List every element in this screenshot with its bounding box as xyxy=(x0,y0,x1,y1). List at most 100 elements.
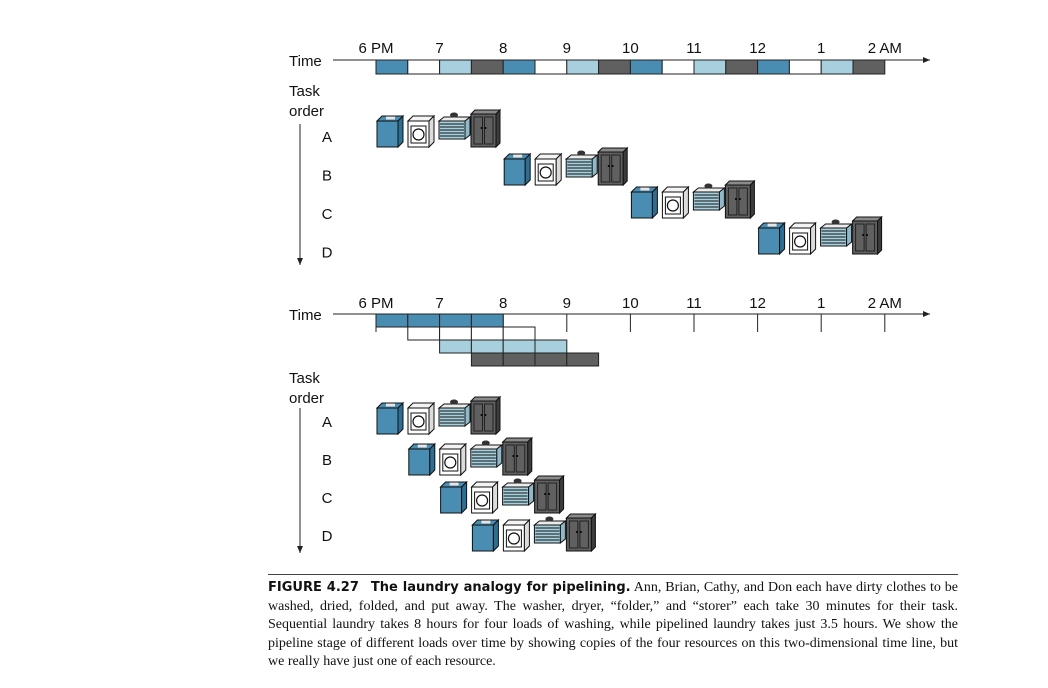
stage-cell xyxy=(439,59,472,75)
stage-cell xyxy=(788,59,822,75)
storer-icon xyxy=(469,108,502,149)
storer-icon xyxy=(565,512,597,553)
stage-cell xyxy=(598,59,631,75)
washer-icon xyxy=(502,152,532,187)
time-tick-label: 12 xyxy=(749,295,766,312)
task-icon-row xyxy=(471,512,597,553)
task-label: D xyxy=(322,245,333,262)
time-tick-label: 10 xyxy=(622,295,639,312)
time-tick-label: 2 AM xyxy=(868,40,902,57)
stage-cell xyxy=(693,59,727,75)
pipeline-stage-cell xyxy=(470,326,504,341)
washer-icon xyxy=(375,114,405,149)
dryer-icon xyxy=(406,114,436,149)
pipeline-stage-cell xyxy=(439,313,472,328)
task-order-label-line2: order xyxy=(289,390,324,407)
dryer-icon xyxy=(533,152,563,187)
folder-icon xyxy=(564,150,599,179)
stage-cell xyxy=(757,59,790,75)
task-order-label-line1: Task xyxy=(289,83,320,100)
task-icon-row xyxy=(630,179,756,220)
task-icon-rows xyxy=(375,395,597,553)
pipeline-stage-cell xyxy=(407,313,441,328)
time-tick-label: 9 xyxy=(563,40,571,57)
dryer-icon xyxy=(406,401,436,436)
storer-icon xyxy=(469,395,502,436)
pipeline-stage-cell xyxy=(502,326,536,341)
time-tick-label: 11 xyxy=(686,295,702,312)
folder-icon xyxy=(437,112,472,141)
task-order-label-line2: order xyxy=(289,103,324,120)
pipeline-stage-cell xyxy=(502,352,536,367)
stage-cell xyxy=(534,59,568,75)
storer-icon xyxy=(724,179,756,220)
figure-number: FIGURE 4.27 xyxy=(268,580,359,595)
time-tick-label: 7 xyxy=(435,295,443,312)
washer-icon xyxy=(471,518,500,553)
time-tick-label: 11 xyxy=(686,40,702,57)
washer-icon xyxy=(630,185,659,220)
folder-icon xyxy=(469,440,504,469)
task-icon-row xyxy=(757,215,883,256)
stage-cell xyxy=(502,59,536,75)
task-order-label-line1: Task xyxy=(289,370,320,387)
figure-caption: FIGURE 4.27 The laundry analogy for pipe… xyxy=(268,574,958,672)
washer-icon xyxy=(439,480,468,515)
folder-icon xyxy=(501,478,536,507)
figure-caption-text: Ann, Brian, Cathy, and Don each have dir… xyxy=(268,580,959,669)
time-tick-label: 1 xyxy=(817,40,825,57)
time-axis-label: Time xyxy=(289,307,322,324)
task-icon-row xyxy=(439,474,565,515)
dryer-icon xyxy=(661,185,690,220)
stage-cell xyxy=(407,59,441,75)
stage-cell xyxy=(566,59,600,75)
washer-icon xyxy=(757,221,786,256)
folder-icon xyxy=(691,183,726,212)
task-icon-row xyxy=(375,108,502,149)
stage-cell xyxy=(852,59,886,75)
stage-cell xyxy=(375,59,409,75)
dryer-icon xyxy=(438,442,468,477)
folder-icon xyxy=(819,219,854,248)
dryer-icon xyxy=(502,518,531,553)
dryer-icon xyxy=(470,480,499,515)
time-tick-labels: 6 PM 7 8 9 10 11 12 1 2 AM xyxy=(358,40,901,57)
task-label: D xyxy=(322,528,333,545)
pipeline-stage-cell xyxy=(470,313,504,328)
task-label: B xyxy=(322,452,332,469)
time-tick-label: 1 xyxy=(817,295,825,312)
stage-cell xyxy=(661,59,695,75)
stage-cell xyxy=(470,59,504,75)
pipeline-stage-cell xyxy=(470,352,504,367)
task-label: C xyxy=(322,490,333,507)
time-tick-label: 6 PM xyxy=(358,295,393,312)
time-tick-label: 9 xyxy=(563,295,571,312)
task-label: A xyxy=(322,414,332,431)
pipeline-stage-cell xyxy=(470,339,504,354)
folder-icon xyxy=(437,399,472,428)
pipeline-stage-cell xyxy=(534,352,568,367)
figure-title: The laundry analogy for pipelining. xyxy=(370,580,631,595)
time-axis-label: Time xyxy=(289,53,322,70)
task-icon-row xyxy=(375,395,502,436)
time-tick-label: 10 xyxy=(622,40,639,57)
task-label: C xyxy=(322,206,333,223)
stage-cell xyxy=(820,59,854,75)
task-icon-row xyxy=(407,436,534,477)
stage-cell xyxy=(629,59,663,75)
time-tick-label: 12 xyxy=(749,40,766,57)
washer-icon xyxy=(407,442,437,477)
time-tick-label: 8 xyxy=(499,40,507,57)
pipeline-stage-cell xyxy=(439,326,472,341)
storer-icon xyxy=(501,436,534,477)
storer-icon xyxy=(596,146,629,187)
time-tick-label: 7 xyxy=(435,40,443,57)
task-labels: A B C D xyxy=(322,414,333,545)
task-icon-row xyxy=(502,146,629,187)
time-tick-label: 2 AM xyxy=(868,295,902,312)
time-tick-label: 6 PM xyxy=(358,40,393,57)
